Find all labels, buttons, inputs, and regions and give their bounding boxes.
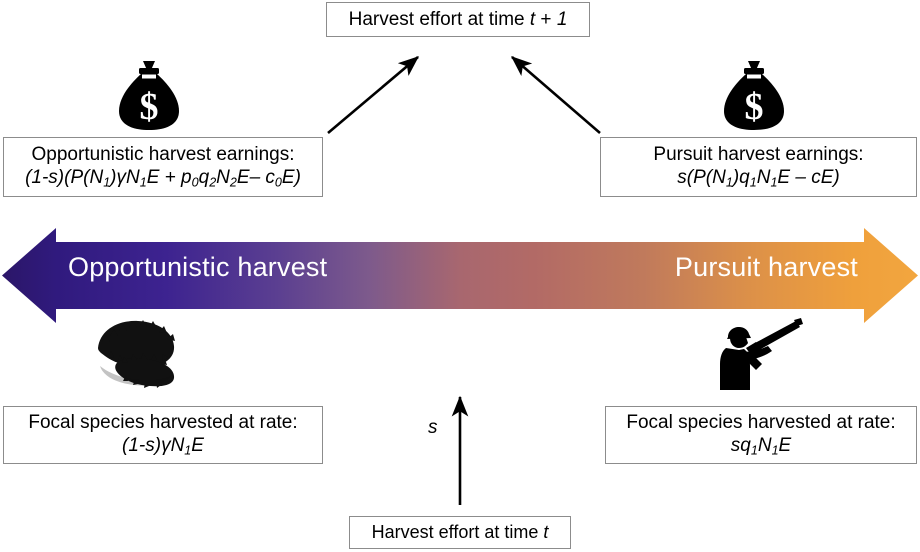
money-bag-icon: $ (724, 61, 784, 130)
box-bottom-label: Harvest effort at time t (371, 521, 549, 542)
pursuit-rate-heading: Focal species harvested at rate: (626, 412, 896, 434)
pursuit-earnings-heading: Pursuit harvest earnings: (653, 144, 864, 166)
opportunistic-earnings-equation: (1-s)(P(N1)γN1E + p0q2N2E– c0E) (25, 167, 301, 190)
harvest-continuum-arrow (2, 228, 918, 323)
pursuit-earnings-equation: s(P(N1)q1N1E – cE) (677, 167, 840, 190)
box-harvest-effort-t: Harvest effort at time t (349, 516, 571, 549)
band-label-opportunistic-harvest: Opportunistic harvest (68, 252, 328, 282)
box-bottom-italic: t (543, 521, 549, 542)
opportunistic-rate-heading: Focal species harvested at rate: (28, 412, 298, 434)
box-harvest-effort-t-plus-1: Harvest effort at time t + 1 (326, 2, 590, 37)
opportunistic-earnings-heading: Opportunistic harvest earnings: (31, 144, 295, 166)
box-pursuit-harvest-rate: Focal species harvested at rate: sq1N1E (605, 406, 917, 464)
svg-text:$: $ (140, 86, 159, 128)
box-pursuit-harvest-earnings: Pursuit harvest earnings: s(P(N1)q1N1E –… (600, 137, 917, 197)
box-top-italic-num: 1 (556, 8, 568, 30)
hunter-with-shotgun-icon (720, 318, 803, 390)
leghold-trap-icon (98, 320, 175, 388)
opportunistic-rate-equation: (1-s)γN1E (122, 435, 204, 458)
box-top-label: Harvest effort at time t + 1 (348, 8, 568, 30)
arrow-opportunistic-to-top (327, 56, 419, 134)
box-top-italic: t (529, 8, 536, 30)
split-parameter-label: s (428, 417, 438, 438)
box-opportunistic-harvest-earnings: Opportunistic harvest earnings: (1-s)(P(… (3, 137, 323, 197)
svg-text:$: $ (745, 86, 764, 128)
arrow-pursuit-to-top (511, 56, 601, 134)
arrow-effort-to-band (451, 395, 469, 505)
pursuit-rate-equation: sq1N1E (730, 435, 792, 458)
band-label-pursuit-harvest: Pursuit harvest (674, 252, 858, 282)
box-opportunistic-harvest-rate: Focal species harvested at rate: (1-s)γN… (3, 406, 323, 464)
money-bag-icon: $ (119, 61, 179, 130)
